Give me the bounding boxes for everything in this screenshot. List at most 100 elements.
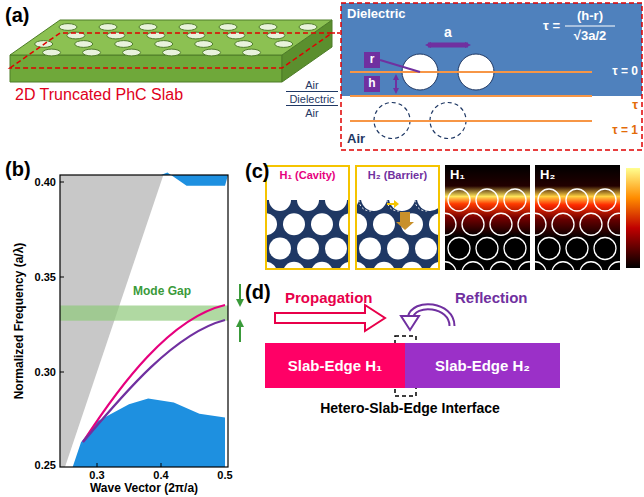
figure-label: 0.4: [153, 469, 168, 481]
plot-frame: [60, 175, 228, 467]
slab-hole: [275, 41, 293, 48]
hole-outline: [518, 213, 530, 235]
gap-arrow: [239, 284, 241, 303]
hole-outline: [445, 213, 456, 235]
gap-arrow: [239, 323, 241, 342]
bulk-band: [73, 399, 225, 467]
hole-outline: [608, 213, 620, 235]
figure-label: Air: [305, 79, 318, 91]
figure-label: r: [370, 53, 375, 66]
slab-edge-box: Slab-Edge H₁: [265, 343, 405, 388]
hole-outline: [476, 237, 498, 259]
hole-outline: [535, 262, 546, 270]
hole-outline: [566, 237, 588, 259]
figure-label: Dielectric: [289, 93, 334, 105]
hole-outline: [538, 237, 560, 259]
node-text: H₂ (Barrier): [368, 169, 427, 182]
node-text: Slab-Edge H₁: [288, 357, 383, 374]
figure-label: Wave Vector (2π/a): [90, 482, 198, 495]
hole-outline: [608, 262, 620, 270]
slab-edge-box: Slab-Edge H₂: [405, 343, 560, 388]
figure-label: (a): [5, 4, 29, 26]
slab-hole: [243, 49, 261, 56]
field-panel-box: H₂ (Barrier): [355, 165, 440, 270]
hole: [325, 189, 347, 211]
hole-outline: [490, 262, 512, 270]
hole: [359, 237, 381, 259]
slab-hole: [99, 24, 117, 31]
h1-curve: [83, 305, 225, 442]
slab-hole: [155, 41, 173, 48]
hole-outline: [504, 189, 526, 211]
figure-label: 2D Truncated PhC Slab: [15, 86, 183, 104]
hole-outline: [518, 262, 530, 270]
hole-outline: [594, 189, 616, 211]
hole: [269, 189, 291, 211]
figure-label: Air: [347, 132, 365, 146]
slab-hole: [235, 41, 253, 48]
hole: [415, 237, 437, 259]
hole: [267, 262, 277, 268]
figure-label: 0.3: [89, 469, 104, 481]
shifted-hole: [389, 185, 415, 211]
figure-label: Reflection: [455, 290, 528, 307]
hole: [357, 262, 367, 268]
slab-hole: [219, 24, 237, 31]
figure-label: τ = 1: [612, 124, 638, 137]
figure-label: (b): [5, 158, 31, 180]
figure-label: 0.40: [35, 176, 56, 188]
node-text: H₁ (Cavity): [280, 169, 336, 182]
tick: [60, 182, 64, 183]
hole: [283, 213, 305, 235]
hole: [373, 262, 395, 268]
hole-outline: [535, 213, 546, 235]
hole: [297, 237, 319, 259]
figure-label: Propagation: [285, 290, 373, 307]
shift-arrow: [387, 200, 399, 208]
hole-outline: [448, 237, 470, 259]
h2-curve: [83, 320, 225, 442]
slab-hole: [115, 41, 133, 48]
tick: [60, 277, 64, 278]
hole: [373, 213, 395, 235]
slab-hole: [59, 24, 77, 31]
hole: [269, 237, 291, 259]
hole: [267, 213, 277, 235]
hole: [339, 213, 348, 235]
tick: [97, 463, 98, 467]
hole-outline: [462, 213, 484, 235]
field-panel-box: H₁ (Cavity): [265, 165, 350, 270]
slab-hole: [139, 24, 157, 31]
hole-outline: [504, 237, 526, 259]
hole: [339, 262, 348, 268]
figure-label: Air: [305, 107, 318, 119]
slab-hole: [163, 49, 181, 56]
hole-outline: [445, 262, 456, 270]
hole: [357, 213, 367, 235]
hole: [401, 262, 423, 268]
figure-label: τ = 0: [612, 65, 638, 78]
hole-outline: [552, 262, 574, 270]
hole-outline: [552, 213, 574, 235]
figure-label: a: [444, 25, 452, 40]
hole-outline: [580, 262, 602, 270]
figure-label: (h-r): [577, 9, 603, 23]
slab-hole: [75, 41, 93, 48]
slab-hole: [123, 49, 141, 56]
figure-label: Normalized Frequency (a/λ): [13, 243, 26, 400]
figure-label: Dielectric: [347, 7, 406, 21]
node-text: H₁: [450, 168, 465, 183]
field-map-panel: H₁: [445, 165, 530, 270]
figure-label: Hetero-Slab-Edge Interface: [320, 401, 500, 416]
slab-hole: [203, 49, 221, 56]
hole-outline: [476, 189, 498, 211]
hole-outline: [462, 262, 484, 270]
figure-label: Mode Gap: [133, 285, 191, 298]
hole: [325, 237, 347, 259]
shifted-hole: [361, 185, 387, 211]
node-text: Slab-Edge H₂: [435, 357, 530, 374]
hole: [311, 262, 333, 268]
tick: [161, 463, 162, 467]
hole-outline: [490, 213, 512, 235]
